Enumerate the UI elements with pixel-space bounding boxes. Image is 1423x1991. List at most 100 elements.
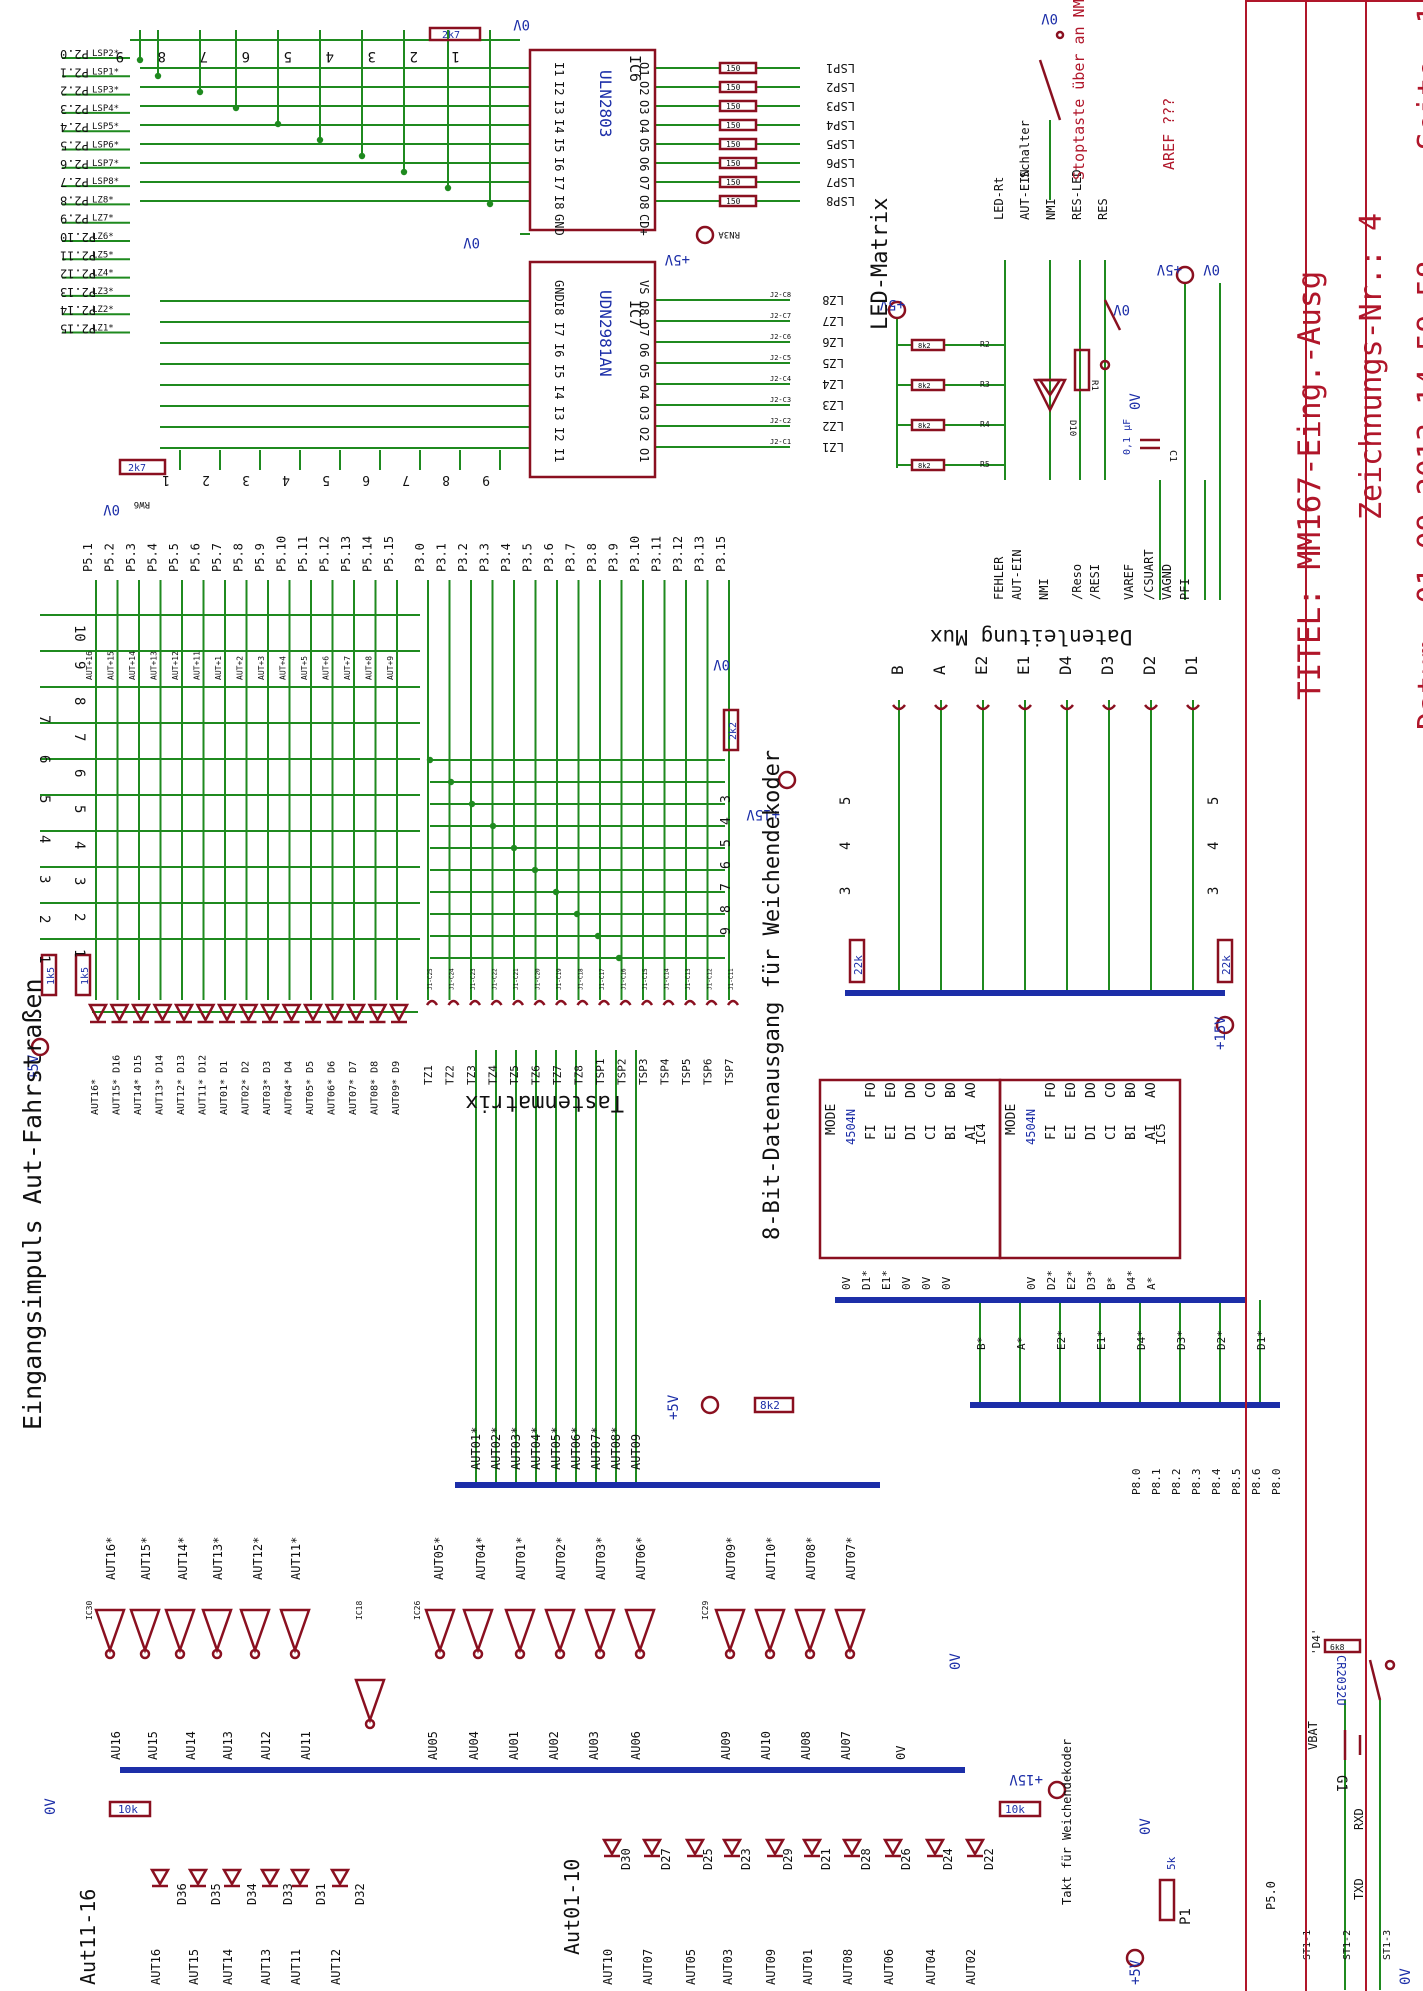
ic5-mode: MODE bbox=[1004, 1104, 1019, 1135]
ic7-pin: O7 bbox=[637, 322, 651, 336]
aut-plus-label: AUT+15 bbox=[107, 651, 116, 680]
led-top-label: LED-Rt bbox=[992, 177, 1006, 220]
aut-plus-label: AUT+13 bbox=[150, 651, 159, 680]
ic5-out: BO bbox=[1124, 1082, 1139, 1098]
rn3a-ref: RN3A bbox=[718, 229, 740, 239]
d-right-label: D30 bbox=[619, 1848, 633, 1870]
lz-label: LZ7 bbox=[822, 314, 844, 328]
ic7-body bbox=[528, 260, 657, 479]
tz-label: TSP3 bbox=[637, 1059, 650, 1086]
gate-bubble bbox=[634, 1648, 646, 1660]
d4-value: 6k8 bbox=[1330, 1643, 1345, 1652]
schalter-label: Schalter bbox=[1018, 120, 1032, 178]
d-right-label: D28 bbox=[859, 1848, 873, 1870]
lz-label: LZ8 bbox=[822, 293, 844, 307]
j1-label: J1-C14 bbox=[664, 968, 671, 990]
ic6-pin: O7 bbox=[637, 176, 651, 190]
ic7-pin: I8 bbox=[552, 301, 566, 315]
j2-label: J2-C7 bbox=[770, 312, 791, 320]
pin-num: 5 bbox=[838, 797, 854, 805]
ic4-mode: MODE bbox=[824, 1104, 839, 1135]
led-resistor bbox=[910, 378, 946, 392]
rn8-resistor bbox=[1216, 938, 1234, 984]
input-diode bbox=[721, 1838, 743, 1857]
drawing-number: Zeichnungs-Nr.: 4 bbox=[1354, 212, 1389, 520]
p2-label: P2.4 bbox=[60, 120, 89, 134]
lsp-resistor bbox=[718, 156, 758, 170]
junction-dots-layer bbox=[136, 56, 623, 962]
pin-num: 9 bbox=[482, 472, 490, 487]
junction-dot bbox=[486, 200, 494, 208]
au-right-label: AU06 bbox=[629, 1731, 643, 1760]
input-diode bbox=[149, 1868, 171, 1887]
p5-label: P5.1 bbox=[81, 543, 95, 572]
connector-mark bbox=[976, 704, 990, 711]
matrix-diode bbox=[238, 1003, 259, 1023]
aut-gate-right-label: AUT06* bbox=[634, 1537, 648, 1580]
datenausgang-title: 8-Bit-Datenausgang für Weichendekoder bbox=[760, 749, 785, 1240]
pin-num: 7 bbox=[200, 48, 208, 64]
p2-label: P2.9 bbox=[60, 212, 89, 226]
p3-label: P3.12 bbox=[671, 536, 685, 572]
ic4-pin: AI bbox=[964, 1124, 979, 1140]
gate-buffer bbox=[164, 1608, 196, 1654]
mux-sig: E2* bbox=[1055, 1330, 1068, 1350]
switch-lever bbox=[1368, 1659, 1382, 1701]
lsp-star-label: LZ8* bbox=[92, 195, 114, 205]
d-left-label: D34 bbox=[245, 1883, 259, 1905]
led-side-label: NMI bbox=[1037, 578, 1051, 600]
ic4-part: 4504N bbox=[844, 1109, 858, 1145]
ic4-pin: BI bbox=[944, 1124, 959, 1140]
aut-plus-label: AUT+9 bbox=[386, 656, 395, 680]
lsp-star-label: LZ5* bbox=[92, 250, 114, 260]
aut-gate-right-label: AUT01* bbox=[514, 1537, 528, 1580]
aut-gate-right-label: AUT03* bbox=[594, 1537, 608, 1580]
lsp-label: LSP6 bbox=[826, 156, 855, 170]
d10-label: D10 bbox=[1067, 420, 1077, 436]
junction-dot bbox=[531, 866, 539, 874]
ic6-name: IC6 bbox=[626, 55, 644, 82]
v0-label: 0V bbox=[103, 501, 120, 517]
aut-plus-label: AUT+16 bbox=[85, 651, 94, 680]
ic5-out: CO bbox=[1104, 1082, 1119, 1098]
rw2-resistor bbox=[74, 953, 92, 997]
aut-right-label: AUT09 bbox=[764, 1949, 778, 1985]
aut-right-label: AUT04 bbox=[924, 1949, 938, 1985]
gate-buffer bbox=[584, 1608, 616, 1654]
au-right-label: AU10 bbox=[759, 1731, 773, 1760]
led-side-label: PFI bbox=[1178, 578, 1192, 600]
ic4-body bbox=[818, 1078, 1002, 1260]
matrix-diode bbox=[345, 1003, 367, 1023]
pin-num: 5 bbox=[719, 839, 734, 847]
p1-pot bbox=[1158, 1878, 1176, 1922]
j2-label: J2-C6 bbox=[770, 333, 791, 341]
p5-label: P5.13 bbox=[339, 536, 353, 572]
rxd-label: RXD bbox=[1352, 1808, 1366, 1830]
aut-in-label: AUT08* D8 bbox=[370, 1061, 381, 1115]
led-side-label: AUT-EIN bbox=[1010, 549, 1024, 600]
matrix-diode bbox=[281, 1003, 302, 1023]
st3-label: ST1-3 bbox=[1382, 1930, 1393, 1960]
ic5-pin: DI bbox=[1084, 1124, 1099, 1140]
pin-num: 8 bbox=[158, 48, 166, 64]
connector-mark bbox=[576, 999, 589, 1006]
au-left-label: AU11 bbox=[299, 1731, 313, 1760]
ic4-sig: 0V bbox=[920, 1276, 933, 1290]
mux-label: B bbox=[888, 665, 907, 675]
pin-num: 4 bbox=[326, 48, 334, 64]
p2-label: P2.3 bbox=[60, 102, 89, 116]
ic7-pin: O6 bbox=[637, 343, 651, 357]
lsp-value: 150 bbox=[726, 140, 741, 149]
j1-label: J1-C13 bbox=[685, 968, 692, 990]
j2-label: J2-C2 bbox=[770, 417, 791, 425]
gate-buffer bbox=[424, 1608, 456, 1654]
aut-plus-label: AUT+7 bbox=[343, 656, 352, 680]
input-diode bbox=[289, 1868, 311, 1887]
au-right-label: AU07 bbox=[839, 1731, 853, 1760]
aut-bus-label: AUT08* bbox=[609, 1427, 623, 1470]
tz-label: TZ4 bbox=[487, 1065, 500, 1085]
junction-dot bbox=[154, 72, 162, 80]
buses-layer bbox=[120, 990, 1280, 1773]
gate-bubble bbox=[594, 1648, 606, 1660]
p3-label: P3.9 bbox=[607, 543, 621, 572]
